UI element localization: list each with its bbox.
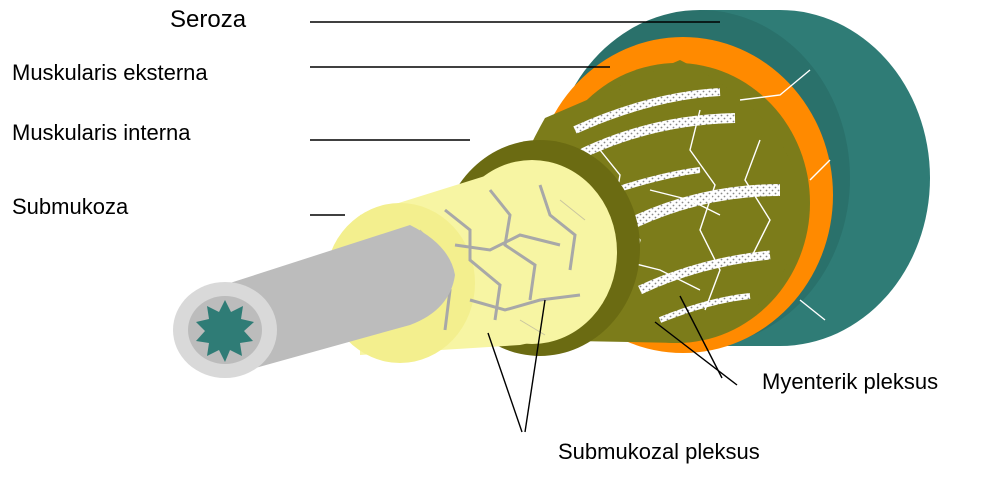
label-submukoza: Submukoza	[12, 196, 128, 218]
label-muskularis-eksterna: Muskularis eksterna	[12, 62, 208, 84]
label-submukozal-pleksus: Submukozal pleksus	[558, 441, 760, 463]
label-muskularis-interna: Muskularis interna	[12, 122, 191, 144]
label-seroza: Seroza	[170, 8, 246, 32]
label-myenterik-pleksus: Myenterik pleksus	[762, 371, 938, 393]
